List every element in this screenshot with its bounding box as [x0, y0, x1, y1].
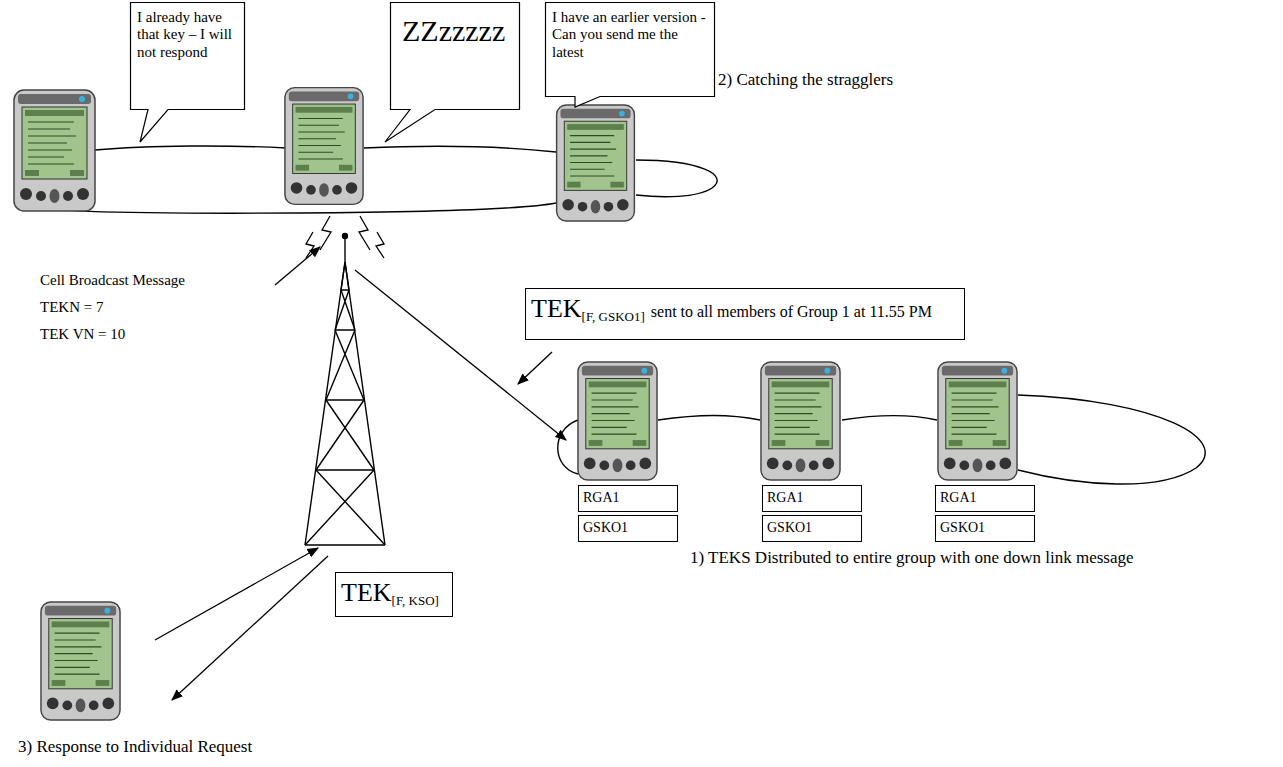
- pda-device: [578, 362, 657, 480]
- node-text: RGA1: [583, 490, 673, 506]
- broadcast-label: TEKN = 7: [40, 299, 103, 316]
- radio-waves: [306, 216, 384, 258]
- node-content: GSKO1: [583, 520, 673, 536]
- signal-zigzag: [376, 232, 384, 258]
- node-content: ZZzzzzz: [402, 14, 508, 49]
- node-content: RGA1: [767, 490, 857, 506]
- key-box: RGA1: [578, 485, 678, 512]
- node-text: TEK: [341, 578, 392, 607]
- node-content: GSKO1: [767, 520, 857, 536]
- node-content: I already have that key – I will not res…: [137, 9, 238, 61]
- link-loop: [636, 160, 717, 197]
- node-content: I have an earlier version - Can you send…: [552, 9, 708, 61]
- link-line: [16, 200, 556, 213]
- cell-tower: [305, 234, 385, 546]
- bubble-shape: [546, 3, 715, 108]
- message-arrows: [155, 247, 566, 700]
- node-text: GSKO1: [940, 520, 1030, 536]
- broadcast-arrow: [275, 247, 320, 285]
- key-box: GSKO1: [578, 515, 678, 542]
- pda-devices: [14, 88, 1017, 720]
- node-text: I have an earlier version - Can you send…: [552, 9, 708, 61]
- key-box: RGA1: [762, 485, 862, 512]
- step-caption: 1) TEKS Distributed to entire group with…: [690, 548, 1134, 568]
- node-text: RGA1: [940, 490, 1030, 506]
- node-text: TEK: [531, 294, 582, 323]
- link-loop: [558, 420, 578, 474]
- message-box: TEK[F, KSO]: [335, 572, 453, 617]
- link-line: [842, 416, 937, 421]
- speech-bubble: I have an earlier version - Can you send…: [545, 2, 715, 97]
- key-box: RGA1: [935, 485, 1035, 512]
- node-text: GSKO1: [583, 520, 673, 536]
- pda-device: [285, 88, 363, 205]
- response-arrow: [172, 556, 328, 700]
- request-arrow: [155, 548, 318, 640]
- node-text: GSKO1: [767, 520, 857, 536]
- key-box: GSKO1: [935, 515, 1035, 542]
- signal-zigzag: [306, 232, 314, 258]
- node-content: RGA1: [940, 490, 1030, 506]
- node-content: TEK[F, KSO]: [341, 578, 447, 609]
- node-content: RGA1: [583, 490, 673, 506]
- pda-device: [761, 362, 840, 480]
- bubble-shape: [131, 3, 245, 143]
- step-caption: 2) Catching the stragglers: [718, 70, 893, 90]
- pointer-arrow: [518, 352, 552, 384]
- broadcast-label: TEK VN = 10: [40, 326, 125, 343]
- link-line: [95, 146, 286, 150]
- pda-device: [14, 90, 95, 211]
- node-text: [F, KSO]: [392, 593, 439, 608]
- link-loop: [1018, 395, 1205, 484]
- node-content: GSKO1: [940, 520, 1030, 536]
- node-text: I already have that key – I will not res…: [137, 9, 238, 61]
- signal-zigzag: [320, 216, 331, 250]
- node-text: ZZzzzzz: [402, 14, 508, 49]
- pda-device: [41, 602, 120, 720]
- speech-bubble: I already have that key – I will not res…: [130, 2, 245, 110]
- node-text: sent to all members of Group 1 at 11.55 …: [651, 303, 932, 320]
- link-line: [658, 416, 760, 421]
- node-text: RGA1: [767, 490, 857, 506]
- link-line: [364, 146, 556, 152]
- step-caption: 3) Response to Individual Request: [18, 737, 252, 757]
- node-text: [F, GSKO1]: [582, 309, 645, 324]
- broadcast-label: Cell Broadcast Message: [40, 272, 185, 289]
- key-box: GSKO1: [762, 515, 862, 542]
- pda-device: [938, 362, 1017, 480]
- bubble-shape: [385, 3, 520, 143]
- speech-bubble: ZZzzzzz: [390, 2, 520, 110]
- message-box: TEK[F, GSKO1] sent to all members of Grou…: [525, 288, 965, 340]
- pda-device: [557, 105, 635, 221]
- node-content: TEK[F, GSKO1] sent to all members of Grou…: [531, 294, 959, 325]
- signal-zigzag: [359, 216, 370, 250]
